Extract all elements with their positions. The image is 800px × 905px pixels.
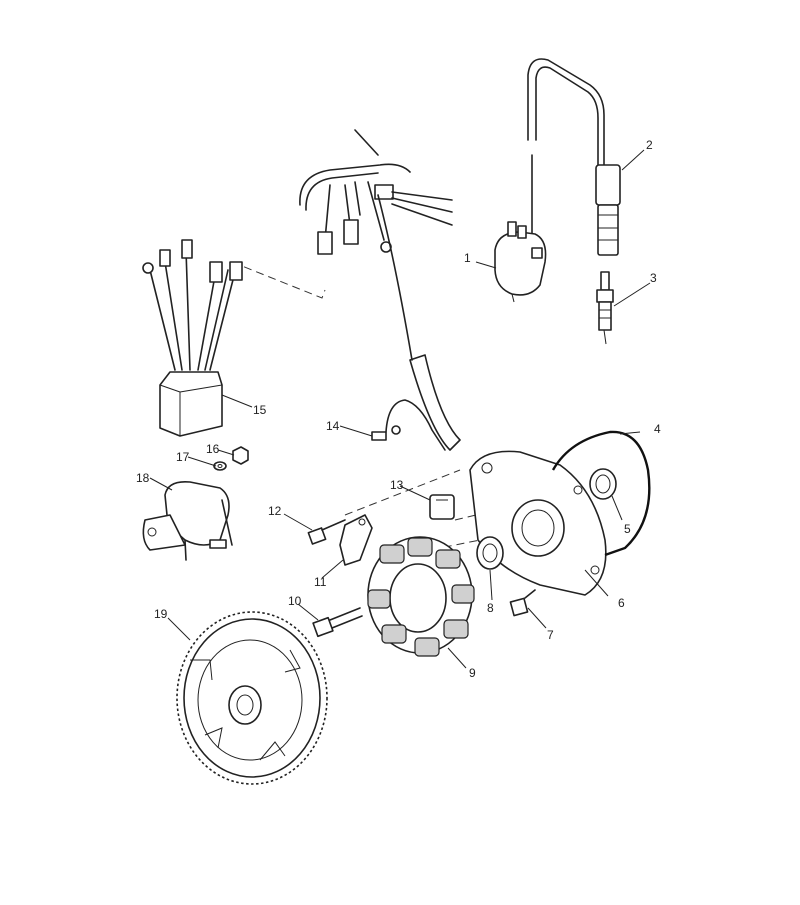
callout-18: 18: [136, 471, 150, 485]
callout-16: 16: [206, 442, 220, 456]
callout-6: 6: [618, 596, 625, 610]
callout-2: 2: [646, 138, 653, 152]
callout-7: 7: [547, 628, 554, 642]
wiring-harness: [299, 129, 461, 451]
callout-8: 8: [487, 601, 494, 615]
ignition-coil: [494, 221, 547, 303]
callout-1: 1: [464, 251, 471, 265]
nut: [232, 446, 249, 465]
spark-plug: [596, 271, 614, 345]
callout-12: 12: [268, 504, 282, 518]
magneto-housing: [469, 450, 607, 596]
callout-10: 10: [288, 594, 302, 608]
callout-9: 9: [469, 666, 476, 680]
callout-5: 5: [624, 522, 631, 536]
callout-15: 15: [253, 403, 267, 417]
oil-seal-5: [589, 468, 617, 500]
callout-19: 19: [154, 607, 168, 621]
bolt-7: [509, 589, 536, 617]
spark-plug-cap-and-lead: [527, 58, 621, 256]
callout-3: 3: [650, 271, 657, 285]
o-ring: [551, 430, 651, 557]
stator: [367, 536, 475, 657]
screw-12: [307, 519, 346, 545]
starter-solenoid: [142, 480, 233, 561]
ground-wire-and-screw: [371, 399, 446, 451]
callout-13: 13: [390, 478, 404, 492]
regulator-rectifier: [142, 239, 243, 437]
washer: [213, 461, 227, 471]
callout-14: 14: [326, 419, 340, 433]
oil-seal-8: [476, 536, 504, 570]
leader-lines: [149, 149, 651, 669]
wire-clamp: [339, 514, 373, 566]
callout-4: 4: [654, 422, 661, 436]
callout-17: 17: [176, 450, 190, 464]
screw-10: [312, 607, 363, 638]
callout-labels: 1 2 3 4 5 6 7 8 9 10 11 12 13 14 15 16 1…: [136, 138, 661, 680]
flywheel: [176, 611, 328, 785]
callout-11: 11: [314, 575, 327, 589]
pulser-coil: [429, 494, 455, 520]
